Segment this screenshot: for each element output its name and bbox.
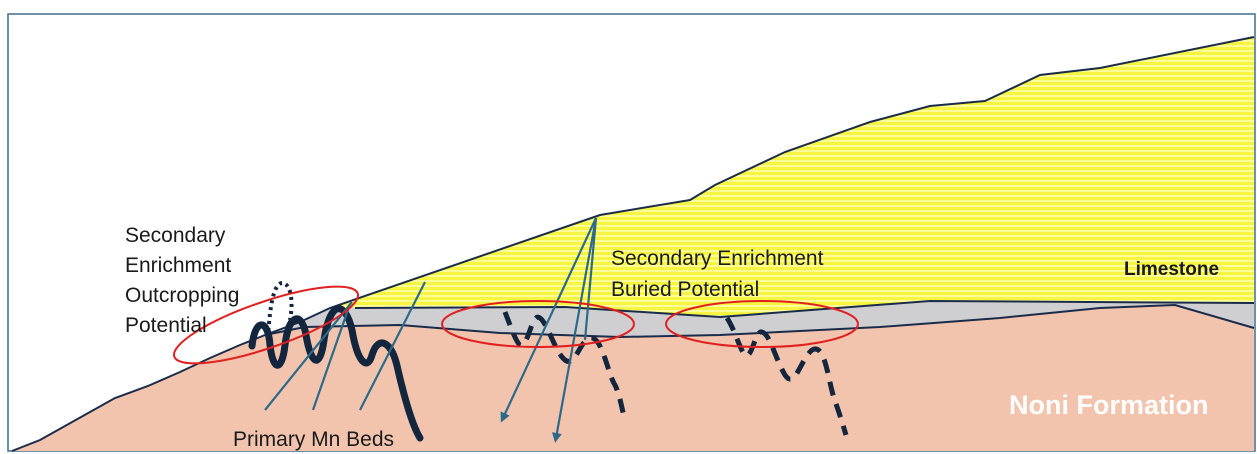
mn-bed-dashed-right xyxy=(724,316,849,436)
outcropping-potential-ellipse xyxy=(172,285,360,365)
limestone-layer xyxy=(330,37,1254,317)
buried-potential-ellipse-1 xyxy=(441,300,635,348)
label-outcropping-line3: Outcropping xyxy=(125,284,239,307)
buried-potential-ellipse-2 xyxy=(665,300,859,348)
label-outcropping-line1: Secondary xyxy=(125,224,226,247)
primary-mn-bed-solid xyxy=(248,305,424,442)
label-primary-mn-beds: Primary Mn Beds xyxy=(233,428,394,451)
drill-hole-left-2 xyxy=(311,303,352,411)
noni-top-line xyxy=(264,303,1255,339)
topographic-surface-line xyxy=(11,36,1255,452)
drill-hole-mid-3 xyxy=(583,217,598,341)
drill-hole-left-3 xyxy=(359,281,426,411)
limestone-base-line xyxy=(354,299,1255,319)
label-limestone: Limestone xyxy=(1124,259,1219,280)
label-outcropping-line4: Potential xyxy=(125,314,207,337)
mn-bed-dashed-middle xyxy=(502,311,628,421)
label-buried-line1: Secondary Enrichment xyxy=(611,247,824,270)
label-outcropping-line2: Enrichment xyxy=(125,254,231,277)
gray-layer xyxy=(265,301,1254,337)
primary-mn-bed-eroded xyxy=(266,281,294,339)
label-buried-line2: Buried Potential xyxy=(611,278,759,301)
drill-hole-mid-2 xyxy=(551,217,598,443)
drill-hole-mid-1 xyxy=(500,217,597,423)
label-noni-formation: Noni Formation xyxy=(1009,390,1208,420)
drill-holes xyxy=(264,217,598,443)
drill-hole-left-1 xyxy=(264,301,353,411)
